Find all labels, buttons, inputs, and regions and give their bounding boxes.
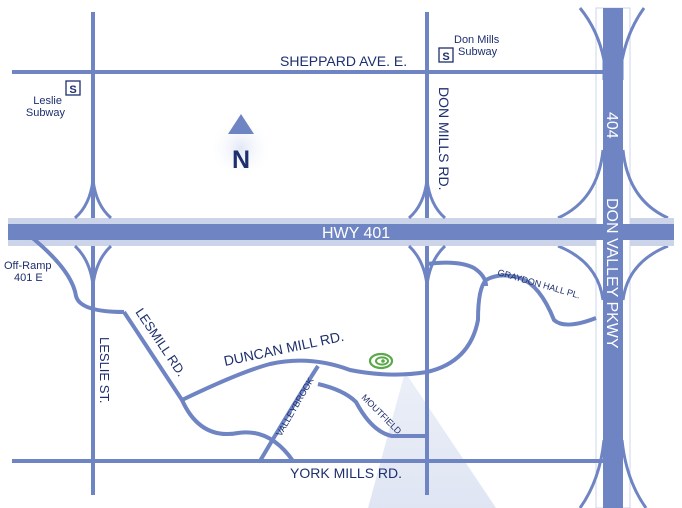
company-logo-icon — [368, 352, 394, 370]
graydon-hall-road — [426, 260, 488, 287]
don-mills-subway-line2: Subway — [458, 46, 498, 58]
sheppard-label: SHEPPARD AVE. E. — [280, 53, 407, 69]
don-mills-label: DON MILLS RD. — [436, 87, 452, 190]
off-ramp-label-line1: Off-Ramp — [4, 260, 51, 272]
leslie-subway-line1: Leslie — [33, 95, 62, 107]
off-ramp-401e — [28, 234, 125, 314]
hwy404-label: 404 — [603, 112, 620, 139]
leslie-road — [73, 12, 113, 495]
don-mills-subway-line1: Don Mills — [454, 34, 500, 46]
north-arrow-icon: N — [209, 114, 273, 180]
north-letter: N — [232, 146, 250, 174]
leslie-subway-line2: Subway — [26, 107, 66, 119]
leslie-label: LESLIE ST. — [97, 337, 112, 403]
hwy401-label: HWY 401 — [322, 225, 390, 242]
don-mills-subway-marker: S Don Mills Subway — [438, 34, 500, 63]
dvp-label: DON VALLEY PKWY — [603, 198, 620, 349]
off-ramp-label-line2: 401 E — [14, 272, 43, 284]
location-highlight-beam — [368, 372, 496, 508]
moutfield-road — [317, 382, 427, 438]
duncan-mill-road — [181, 273, 597, 402]
lesmill-road — [122, 310, 295, 463]
hwy-404-dvp — [557, 7, 669, 508]
valleybrook-road — [258, 364, 320, 463]
leslie-subway-marker: S Leslie Subway — [26, 80, 81, 119]
hwy-401 — [8, 218, 674, 246]
valleybrook-label: VALLEYBROOK — [274, 376, 316, 438]
york-mills-label: YORK MILLS RD. — [290, 465, 402, 481]
leslie-subway-symbol: S — [69, 84, 76, 96]
don-mills-subway-symbol: S — [442, 51, 449, 63]
